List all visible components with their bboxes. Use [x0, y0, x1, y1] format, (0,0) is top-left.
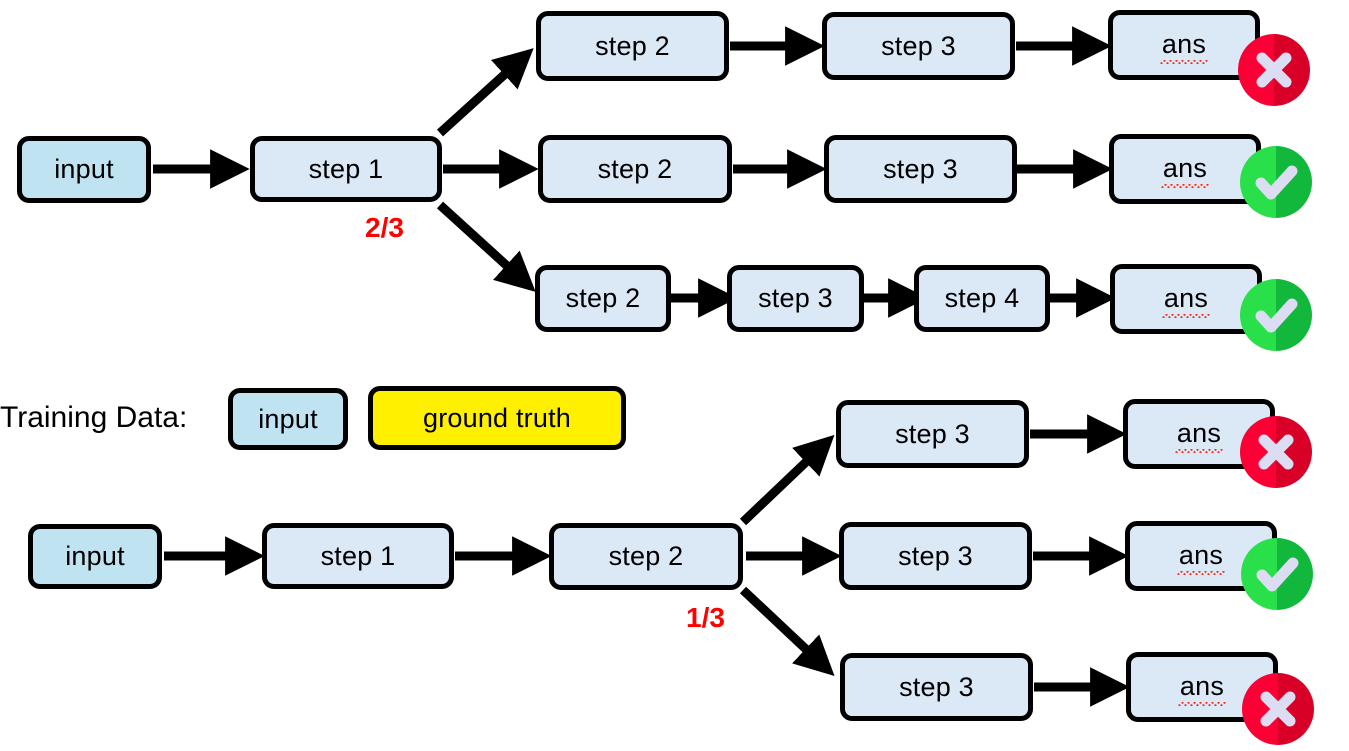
node-bottom-input[interactable]: input [28, 524, 162, 589]
training-data-caption: Training Data: [0, 401, 188, 434]
legend-ground-truth-box[interactable]: ground truth [368, 386, 626, 450]
legend-input-box[interactable]: input [228, 388, 348, 450]
node-top-c-step4[interactable]: step 4 [914, 265, 1050, 332]
node-top-step1[interactable]: step 1 [250, 136, 442, 202]
node-label: ans [1161, 282, 1211, 318]
x-circle-icon [1238, 34, 1310, 106]
edge-b-step2-to-branch-c [739, 586, 835, 677]
ratio-top: 2/3 [365, 212, 404, 243]
node-label: step 4 [944, 283, 1020, 313]
node-top-c-ans[interactable]: ans [1110, 264, 1262, 334]
check-mark [1256, 557, 1299, 592]
node-label: step 2 [595, 30, 670, 61]
node-label: step 3 [899, 671, 974, 702]
node-label: step 1 [320, 540, 396, 571]
node-bottom-step1[interactable]: step 1 [262, 523, 454, 589]
node-label: step 3 [895, 418, 970, 449]
node-top-a-step3[interactable]: step 3 [822, 12, 1015, 80]
check-circle-icon [1240, 279, 1312, 351]
x-circle-icon [1242, 673, 1314, 745]
node-label: step 3 [758, 283, 833, 313]
node-label: ans [1160, 152, 1210, 188]
node-label: step 2 [608, 541, 684, 571]
node-label: ans [1177, 670, 1227, 706]
node-label: step 3 [881, 30, 956, 61]
node-top-b-step2[interactable]: step 2 [538, 135, 732, 203]
node-bottom-step2[interactable]: step 2 [549, 523, 743, 590]
edge-step1-to-branch-a [436, 48, 534, 137]
x-mark [1256, 52, 1292, 88]
node-top-a-step2[interactable]: step 2 [536, 11, 729, 81]
node-bottom-a-step3[interactable]: step 3 [836, 400, 1029, 468]
node-label: step 2 [565, 283, 641, 313]
node-bottom-b-step3[interactable]: step 3 [839, 522, 1032, 590]
node-top-a-ans[interactable]: ans [1108, 10, 1260, 80]
x-mark [1260, 691, 1296, 727]
node-label: step 2 [597, 153, 673, 184]
node-label: input [65, 541, 125, 571]
x-circle-icon [1240, 416, 1312, 488]
node-label: ans [1159, 28, 1209, 64]
node-top-b-step3[interactable]: step 3 [824, 135, 1017, 203]
check-mark [1255, 165, 1298, 200]
node-label: step 3 [883, 153, 958, 184]
node-label: input [54, 154, 114, 184]
x-mark [1258, 434, 1294, 470]
node-top-input[interactable]: input [17, 136, 151, 203]
ratio-bottom: 1/3 [686, 602, 725, 633]
node-label: step 3 [898, 540, 973, 571]
node-label: ans [1176, 539, 1226, 575]
edge-b-step2-to-branch-a [739, 434, 835, 526]
check-circle-icon [1241, 538, 1313, 610]
node-top-b-ans[interactable]: ans [1109, 134, 1261, 204]
node-label: step 1 [308, 153, 384, 184]
node-top-c-step2[interactable]: step 2 [535, 265, 671, 332]
node-bottom-c-step3[interactable]: step 3 [840, 653, 1033, 721]
node-label: ans [1174, 417, 1224, 453]
edge-step1-to-branch-c [436, 201, 536, 292]
node-label: input [258, 403, 318, 434]
check-mark [1255, 298, 1298, 333]
node-top-c-step3[interactable]: step 3 [727, 265, 864, 332]
check-circle-icon [1240, 146, 1312, 218]
node-label: ground truth [423, 402, 571, 433]
